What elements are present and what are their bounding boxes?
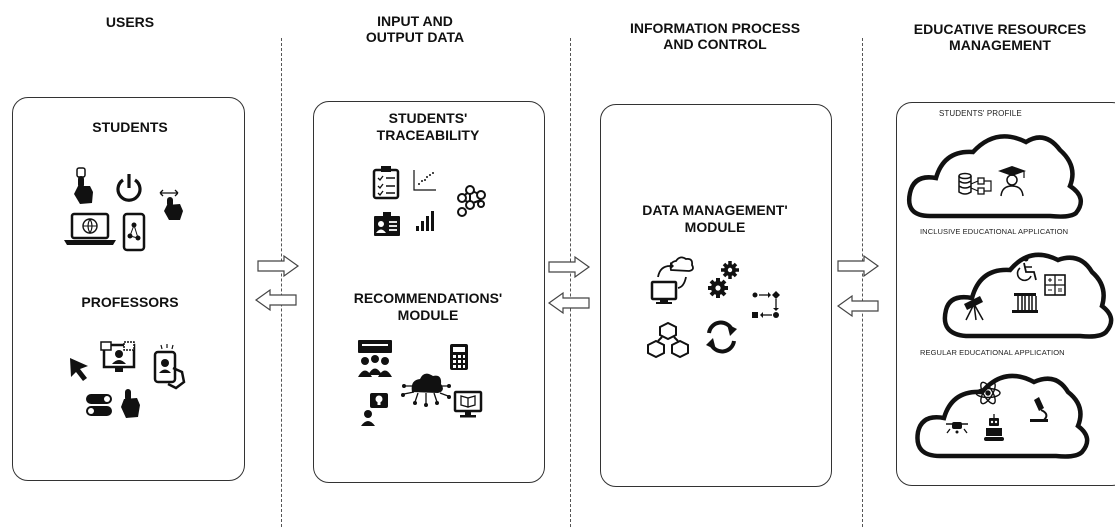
students-profile-cloud xyxy=(906,134,1084,219)
divider-1 xyxy=(281,38,282,527)
computer-cloud-sync-icon xyxy=(650,256,694,304)
graduate-student-icon xyxy=(998,166,1026,197)
erm-header-line2: MANAGEMENT xyxy=(949,37,1051,53)
arrow-right-2 xyxy=(548,256,590,278)
touch-finger-icon xyxy=(74,167,93,204)
erm-header-line1: EDUCATIVE RESOURCES xyxy=(913,21,1087,37)
recommendations-label: RECOMMENDATIONS' MODULE xyxy=(328,290,528,324)
regular-app-cloud xyxy=(915,373,1090,459)
professors-label: PROFESSORS xyxy=(81,294,179,310)
erm-column-header: EDUCATIVE RESOURCES MANAGEMENT xyxy=(890,21,1110,53)
arrow-right-1 xyxy=(257,255,299,277)
drone-icon xyxy=(946,422,968,434)
phone-in-hand-icon xyxy=(153,344,186,390)
arrow-right-3 xyxy=(837,255,879,277)
power-icon xyxy=(116,174,142,202)
recommendations-line2: MODULE xyxy=(397,307,459,323)
atom-icon xyxy=(975,381,1001,405)
id-card-icon xyxy=(374,212,400,236)
workflow-nodes-icon xyxy=(752,291,780,318)
toggle-switch-icon xyxy=(86,394,112,416)
group-meeting-icon xyxy=(358,340,392,377)
io-column-header: INPUT AND OUTPUT DATA xyxy=(340,13,490,45)
inclusive-app-label: INCLUSIVE EDUCATIONAL APPLICATION xyxy=(920,227,1069,236)
test-tubes-icon xyxy=(1012,293,1038,313)
io-box xyxy=(313,101,545,483)
telescope-icon xyxy=(964,296,984,321)
pointing-finger-icon xyxy=(121,389,140,418)
idea-speaker-icon xyxy=(361,393,388,426)
bar-chart-icon xyxy=(416,211,434,231)
calculator-grid-icon xyxy=(1044,274,1066,296)
students-label: STUDENTS xyxy=(92,119,168,135)
data-management-line2: MODULE xyxy=(684,219,746,235)
smartphone-network-icon xyxy=(122,212,146,252)
arrow-left-3 xyxy=(837,295,879,317)
traceability-label: STUDENTS' TRACEABILITY xyxy=(343,110,513,144)
monitor-book-icon xyxy=(453,390,483,418)
wheelchair-icon xyxy=(1016,256,1037,282)
video-conference-icon xyxy=(100,341,136,372)
traceability-line1: STUDENTS' xyxy=(388,110,468,126)
blocks-network-icon xyxy=(647,321,689,359)
users-column-header: USERS xyxy=(105,14,155,30)
cloud-network-icon xyxy=(401,373,451,407)
data-management-label: DATA MANAGEMENT' MODULE xyxy=(615,202,815,236)
clipboard-checklist-icon xyxy=(372,166,400,200)
divider-3 xyxy=(862,38,863,527)
data-management-line1: DATA MANAGEMENT' xyxy=(642,202,788,218)
swipe-gesture-icon xyxy=(159,189,183,220)
robot-icon xyxy=(984,414,1004,441)
traceability-line2: TRACEABILITY xyxy=(376,127,480,143)
recommendations-line1: RECOMMENDATIONS' xyxy=(353,290,503,306)
refresh-sync-icon xyxy=(706,320,737,354)
ipc-header-line2: AND CONTROL xyxy=(663,36,767,52)
calculator-icon xyxy=(450,344,468,370)
regular-app-label: REGULAR EDUCATIONAL APPLICATION xyxy=(920,348,1065,357)
network-nodes-icon xyxy=(457,185,486,217)
microscope-icon xyxy=(1030,397,1048,422)
arrow-left-1 xyxy=(255,289,297,311)
database-network-icon xyxy=(958,172,992,195)
scatter-plot-icon xyxy=(413,170,436,191)
ipc-header-line1: INFORMATION PROCESS xyxy=(629,20,801,36)
io-header-line1: INPUT AND xyxy=(377,13,453,29)
gears-icon xyxy=(708,261,739,298)
divider-2 xyxy=(570,38,571,527)
cursor-arrow-icon xyxy=(70,358,88,381)
ipc-column-header: INFORMATION PROCESS AND CONTROL xyxy=(600,20,830,52)
arrow-left-2 xyxy=(548,292,590,314)
laptop-globe-icon xyxy=(64,212,116,245)
students-profile-label: STUDENTS' PROFILE xyxy=(939,109,1022,118)
io-header-line2: OUTPUT DATA xyxy=(365,29,465,45)
